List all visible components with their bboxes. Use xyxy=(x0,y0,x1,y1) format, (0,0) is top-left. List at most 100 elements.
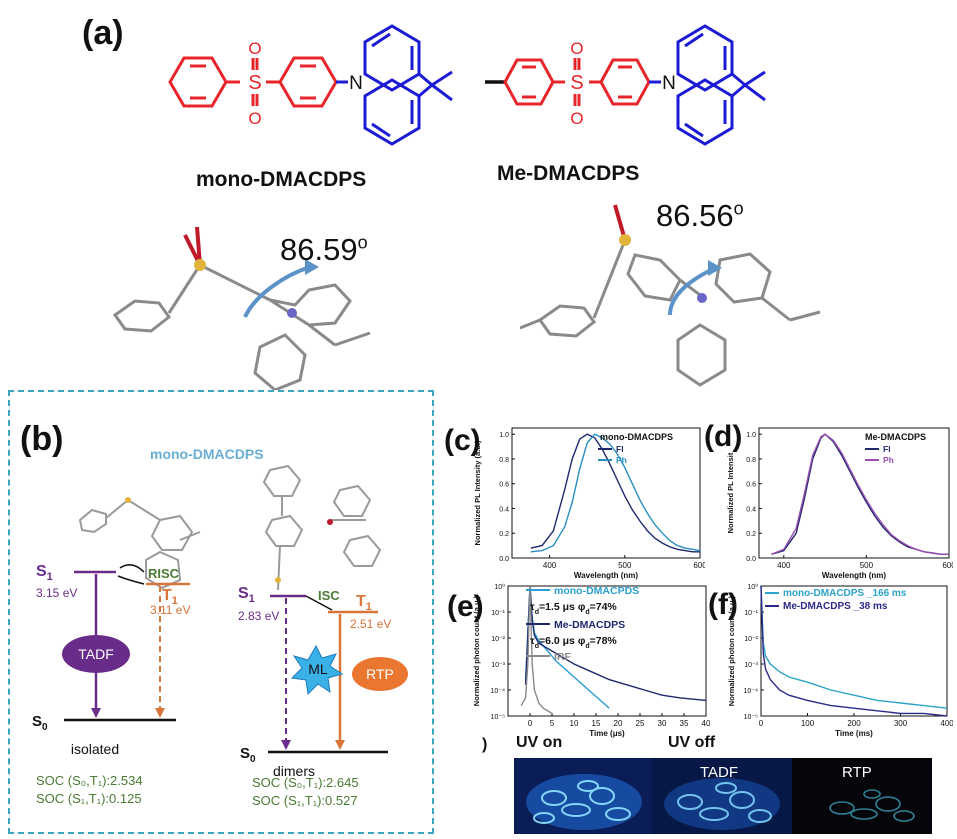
y-tick-label: 1.0 xyxy=(499,432,509,439)
panel-b-label: (b) xyxy=(20,420,64,458)
x-tick-label: 0 xyxy=(759,719,764,728)
rtp-photo-label: RTP xyxy=(842,764,872,781)
x-tick-label: 100 xyxy=(801,719,815,728)
ml-label: ML xyxy=(308,661,328,677)
panel-b-title: mono-DMACDPS xyxy=(150,446,264,462)
uv-off-label: UV off xyxy=(668,734,716,751)
y-tick-label: 10⁻⁴ xyxy=(491,688,506,695)
isolated-s1-energy: 3.15 eV xyxy=(36,586,77,600)
dimer-caption: dimers xyxy=(273,763,315,779)
y-tick-label: 0.0 xyxy=(746,556,756,563)
series-line xyxy=(760,585,948,717)
series-line xyxy=(760,585,948,709)
series-line xyxy=(520,585,553,715)
uv-on-label: UV on xyxy=(516,734,563,751)
y-tick-label: 0.2 xyxy=(499,531,509,538)
lifetime-annotation: τd=1.5 μs φd=74% xyxy=(530,601,617,616)
y-axis-label: Normalized PL Intensity (a.u.) xyxy=(473,440,482,545)
legend-label: IRF xyxy=(554,651,572,663)
oxygen-atom: O xyxy=(248,39,261,58)
legend-label: Ph xyxy=(883,455,894,465)
x-tick-label: 25 xyxy=(636,719,645,728)
x-tick-label: 200 xyxy=(847,719,861,728)
mono-dmacdps-3d-model xyxy=(112,226,371,390)
y-tick-label: 10⁰ xyxy=(494,583,505,591)
chart-title: Me-DMACDPS xyxy=(865,432,926,442)
chart-title: mono-DMACDPS xyxy=(600,432,673,442)
me-dmacdps-angle: 86.56o xyxy=(656,198,744,233)
rtp-label: RTP xyxy=(366,666,394,682)
lifetime-annotation: τd=6.0 μs φd=78% xyxy=(530,635,617,650)
legend-label: Me-DMACDPS _38 ms xyxy=(783,601,888,612)
y-tick-label: 10⁻³ xyxy=(491,662,505,669)
tadf-label: TADF xyxy=(78,646,114,662)
isolated-caption: isolated xyxy=(71,741,119,757)
plot-frame xyxy=(511,427,701,559)
mono-dmacdps-angle: 86.59o xyxy=(280,232,368,267)
y-tick-label: 10⁻⁵ xyxy=(744,714,758,721)
tadf-photo-label: TADF xyxy=(700,764,739,781)
oxygen-atom: O xyxy=(570,109,583,128)
y-tick-label: 0.6 xyxy=(746,482,756,489)
y-tick-label: 0.4 xyxy=(499,506,509,513)
x-tick-label: 300 xyxy=(894,719,908,728)
photos-partial-label: ) xyxy=(482,736,488,753)
y-tick-label: 0.2 xyxy=(746,531,756,538)
nitrogen-atom: N xyxy=(349,73,363,94)
y-tick-label: 10⁰ xyxy=(747,583,758,591)
panel-f-label: (f) xyxy=(708,588,738,621)
x-tick-label: 5 xyxy=(550,719,555,728)
series-line xyxy=(530,433,700,553)
x-tick-label: 600 xyxy=(942,561,953,570)
isolated-t1-label: T1 xyxy=(162,587,178,607)
me-dmacdps-3d-model xyxy=(520,204,821,387)
series-line xyxy=(530,433,701,553)
photo-uv-off-rtp xyxy=(792,758,932,834)
dimer-s1-energy: 2.83 eV xyxy=(238,609,279,623)
mono-dmacdps-structure: S O O N xyxy=(168,24,453,146)
mono-dmacdps-name: mono-DMACDPS xyxy=(196,168,367,191)
x-tick-label: 15 xyxy=(592,719,601,728)
isolated-s0-label: S0 xyxy=(32,713,48,733)
y-tick-label: 10⁻³ xyxy=(744,662,758,669)
monomer-model xyxy=(78,499,201,590)
y-tick-label: 0.0 xyxy=(499,556,509,563)
legend-label: mono-DMACDPS _166 ms xyxy=(783,588,907,599)
series-line xyxy=(771,433,949,555)
x-tick-label: 20 xyxy=(614,719,623,728)
dimer-t1-label: T1 xyxy=(356,593,372,613)
x-tick-label: 0 xyxy=(528,719,533,728)
y-tick-label: 10⁻¹ xyxy=(491,610,505,617)
photo-uv-off-tadf xyxy=(652,758,792,834)
series-line xyxy=(771,433,949,555)
sulfur-atom: S xyxy=(570,72,583,94)
isolated-s1-label: S1 xyxy=(36,563,53,583)
x-tick-label: 400 xyxy=(940,719,953,728)
x-tick-label: 400 xyxy=(777,561,791,570)
x-tick-label: 600 xyxy=(693,561,705,570)
y-tick-label: 0.4 xyxy=(746,506,756,513)
risc-label: RISC xyxy=(148,566,180,581)
legend-label: mono-DMACPDS xyxy=(554,585,639,597)
plot-frame xyxy=(507,585,707,717)
y-axis-label: Normalized photon count (a.u.) xyxy=(727,595,736,706)
y-tick-label: 0.8 xyxy=(499,457,509,464)
nitrogen-atom: N xyxy=(662,73,676,94)
y-tick-label: 10⁻² xyxy=(491,636,505,643)
y-tick-label: 10⁻² xyxy=(744,636,758,643)
x-axis-label: Wavelength (nm) xyxy=(822,571,886,580)
y-tick-label: 10⁻⁵ xyxy=(491,714,505,721)
y-tick-label: 10⁻⁴ xyxy=(744,688,759,695)
series-line xyxy=(524,585,707,702)
x-axis-label: Wavelength (nm) xyxy=(574,571,638,580)
panel-a-label: (a) xyxy=(82,14,124,52)
x-tick-label: 40 xyxy=(702,719,710,728)
x-tick-label: 500 xyxy=(860,561,874,570)
isc-label: ISC xyxy=(318,588,340,603)
x-tick-label: 35 xyxy=(680,719,689,728)
me-dmacdps-name: Me-DMACDPS xyxy=(497,162,640,185)
energy-level-diagram: S1 3.15 eV RISC T1 3.11 eV TADF S0 isola… xyxy=(32,464,408,808)
